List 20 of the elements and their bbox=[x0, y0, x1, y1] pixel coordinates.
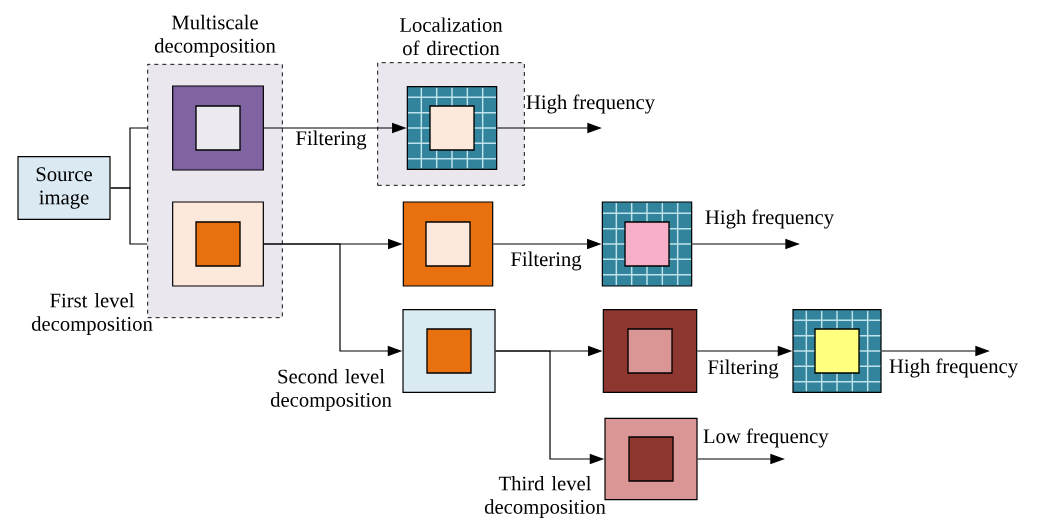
edge-label: Low frequency bbox=[703, 428, 829, 448]
image-square bbox=[172, 85, 264, 171]
edge-label: High frequency bbox=[889, 358, 1018, 378]
filtered-image-square bbox=[601, 201, 693, 287]
caption-text: First level decomposition bbox=[31, 292, 153, 336]
source-box: Source image bbox=[17, 156, 111, 220]
image-square bbox=[402, 201, 494, 287]
filtered-image-square bbox=[406, 86, 498, 170]
image-square bbox=[602, 309, 698, 393]
caption-text: Third level decomposition bbox=[484, 475, 606, 519]
edge-label: Filtering bbox=[708, 359, 779, 379]
image-square bbox=[172, 201, 264, 287]
edge-label: Filtering bbox=[511, 251, 582, 271]
node-label: Localization of direction bbox=[399, 17, 503, 56]
edge-label: Filtering bbox=[296, 130, 367, 150]
connector-line bbox=[110, 187, 148, 245]
filtered-image-square bbox=[792, 309, 882, 393]
edge-label: High frequency bbox=[705, 209, 834, 229]
caption-text: Second level decomposition bbox=[270, 368, 392, 412]
edge-label: High frequency bbox=[526, 94, 655, 114]
